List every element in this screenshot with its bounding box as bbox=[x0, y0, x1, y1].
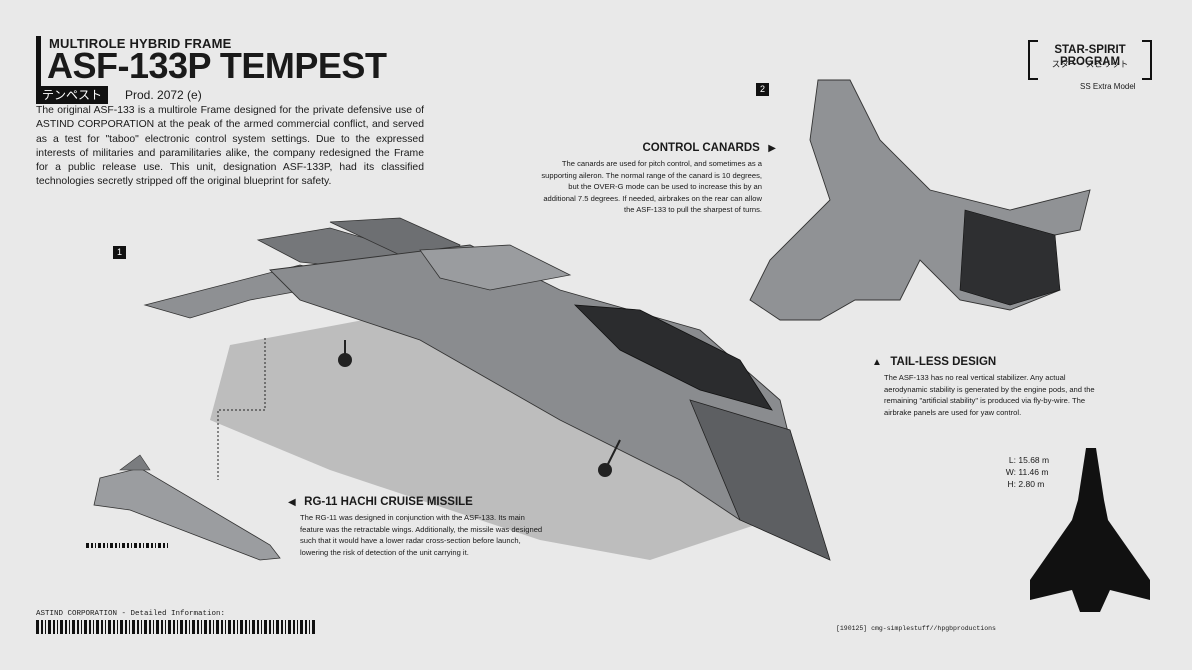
katakana-label: テンペスト bbox=[36, 86, 109, 104]
section-cruise-missile: ◀ RG-11 HACHI CRUISE MISSILE The RG-11 w… bbox=[288, 492, 548, 558]
canards-arrow: ▶ bbox=[768, 143, 776, 154]
logo-main-text: STAR-SPIRIT PROGRAM bbox=[1054, 44, 1126, 68]
footer-label: ASTIND CORPORATION - Detailed Informatio… bbox=[36, 610, 226, 618]
tailless-body: The ASF-133 has no real vertical stabili… bbox=[884, 373, 1095, 417]
section-tailless-design: ▲ TAIL-LESS DESIGN The ASF-133 has no re… bbox=[872, 352, 1110, 418]
aircraft-shadow bbox=[210, 300, 770, 560]
plane-silhouette bbox=[1030, 448, 1150, 612]
missile-callout-line bbox=[217, 338, 266, 480]
header-accent-bar bbox=[36, 36, 41, 94]
section-control-canards: CONTROL CANARDS ▶ The canards are used f… bbox=[540, 138, 776, 216]
top-view-engines bbox=[959, 209, 1061, 306]
dimensions-block: L: 15.68 m W: 11.46 m H: 2.80 m bbox=[1002, 454, 1049, 490]
missile-arrow: ◀ bbox=[288, 497, 296, 508]
right-wing bbox=[419, 244, 572, 291]
tailless-title: TAIL-LESS DESIGN bbox=[890, 356, 997, 368]
intro-paragraph: The original ASF-133 is a multirole Fram… bbox=[36, 105, 424, 188]
dimension-length: L: 15.68 m bbox=[1008, 455, 1050, 465]
nose-cone bbox=[689, 399, 831, 561]
view-badge-2: 2 bbox=[756, 83, 769, 96]
canards-body: The canards are used for pitch control, … bbox=[541, 159, 762, 214]
missile-title: RG-11 HACHI CRUISE MISSILE bbox=[304, 496, 473, 508]
dimension-height: H: 2.80 m bbox=[1007, 479, 1045, 489]
view-badge-1: 1 bbox=[113, 246, 126, 259]
frame-subtitle: MULTIROLE HYBRID FRAME bbox=[49, 36, 232, 51]
credit-line: [190125] cmg-simplestuff//hpgbproduction… bbox=[836, 625, 996, 632]
missile-barcode bbox=[86, 543, 172, 548]
missile-body: The RG-11 was designed in conjunction wi… bbox=[300, 513, 543, 557]
footer-barcode bbox=[36, 620, 318, 634]
production-year: Prod. 2072 (e) bbox=[125, 88, 202, 102]
model-label: SS Extra Model bbox=[1080, 82, 1136, 91]
page-title: ASF-133P TEMPEST bbox=[47, 45, 387, 86]
dimension-width: W: 11.46 m bbox=[1005, 467, 1049, 477]
cruise-missile bbox=[93, 467, 281, 561]
logo-sub-text: スター・スピリット bbox=[1051, 59, 1129, 69]
canards-title: CONTROL CANARDS bbox=[642, 142, 760, 154]
canopy bbox=[573, 304, 773, 411]
tailless-arrow: ▲ bbox=[872, 357, 882, 368]
star-spirit-logo: STAR-SPIRIT PROGRAM スター・スピリット bbox=[1028, 40, 1152, 80]
